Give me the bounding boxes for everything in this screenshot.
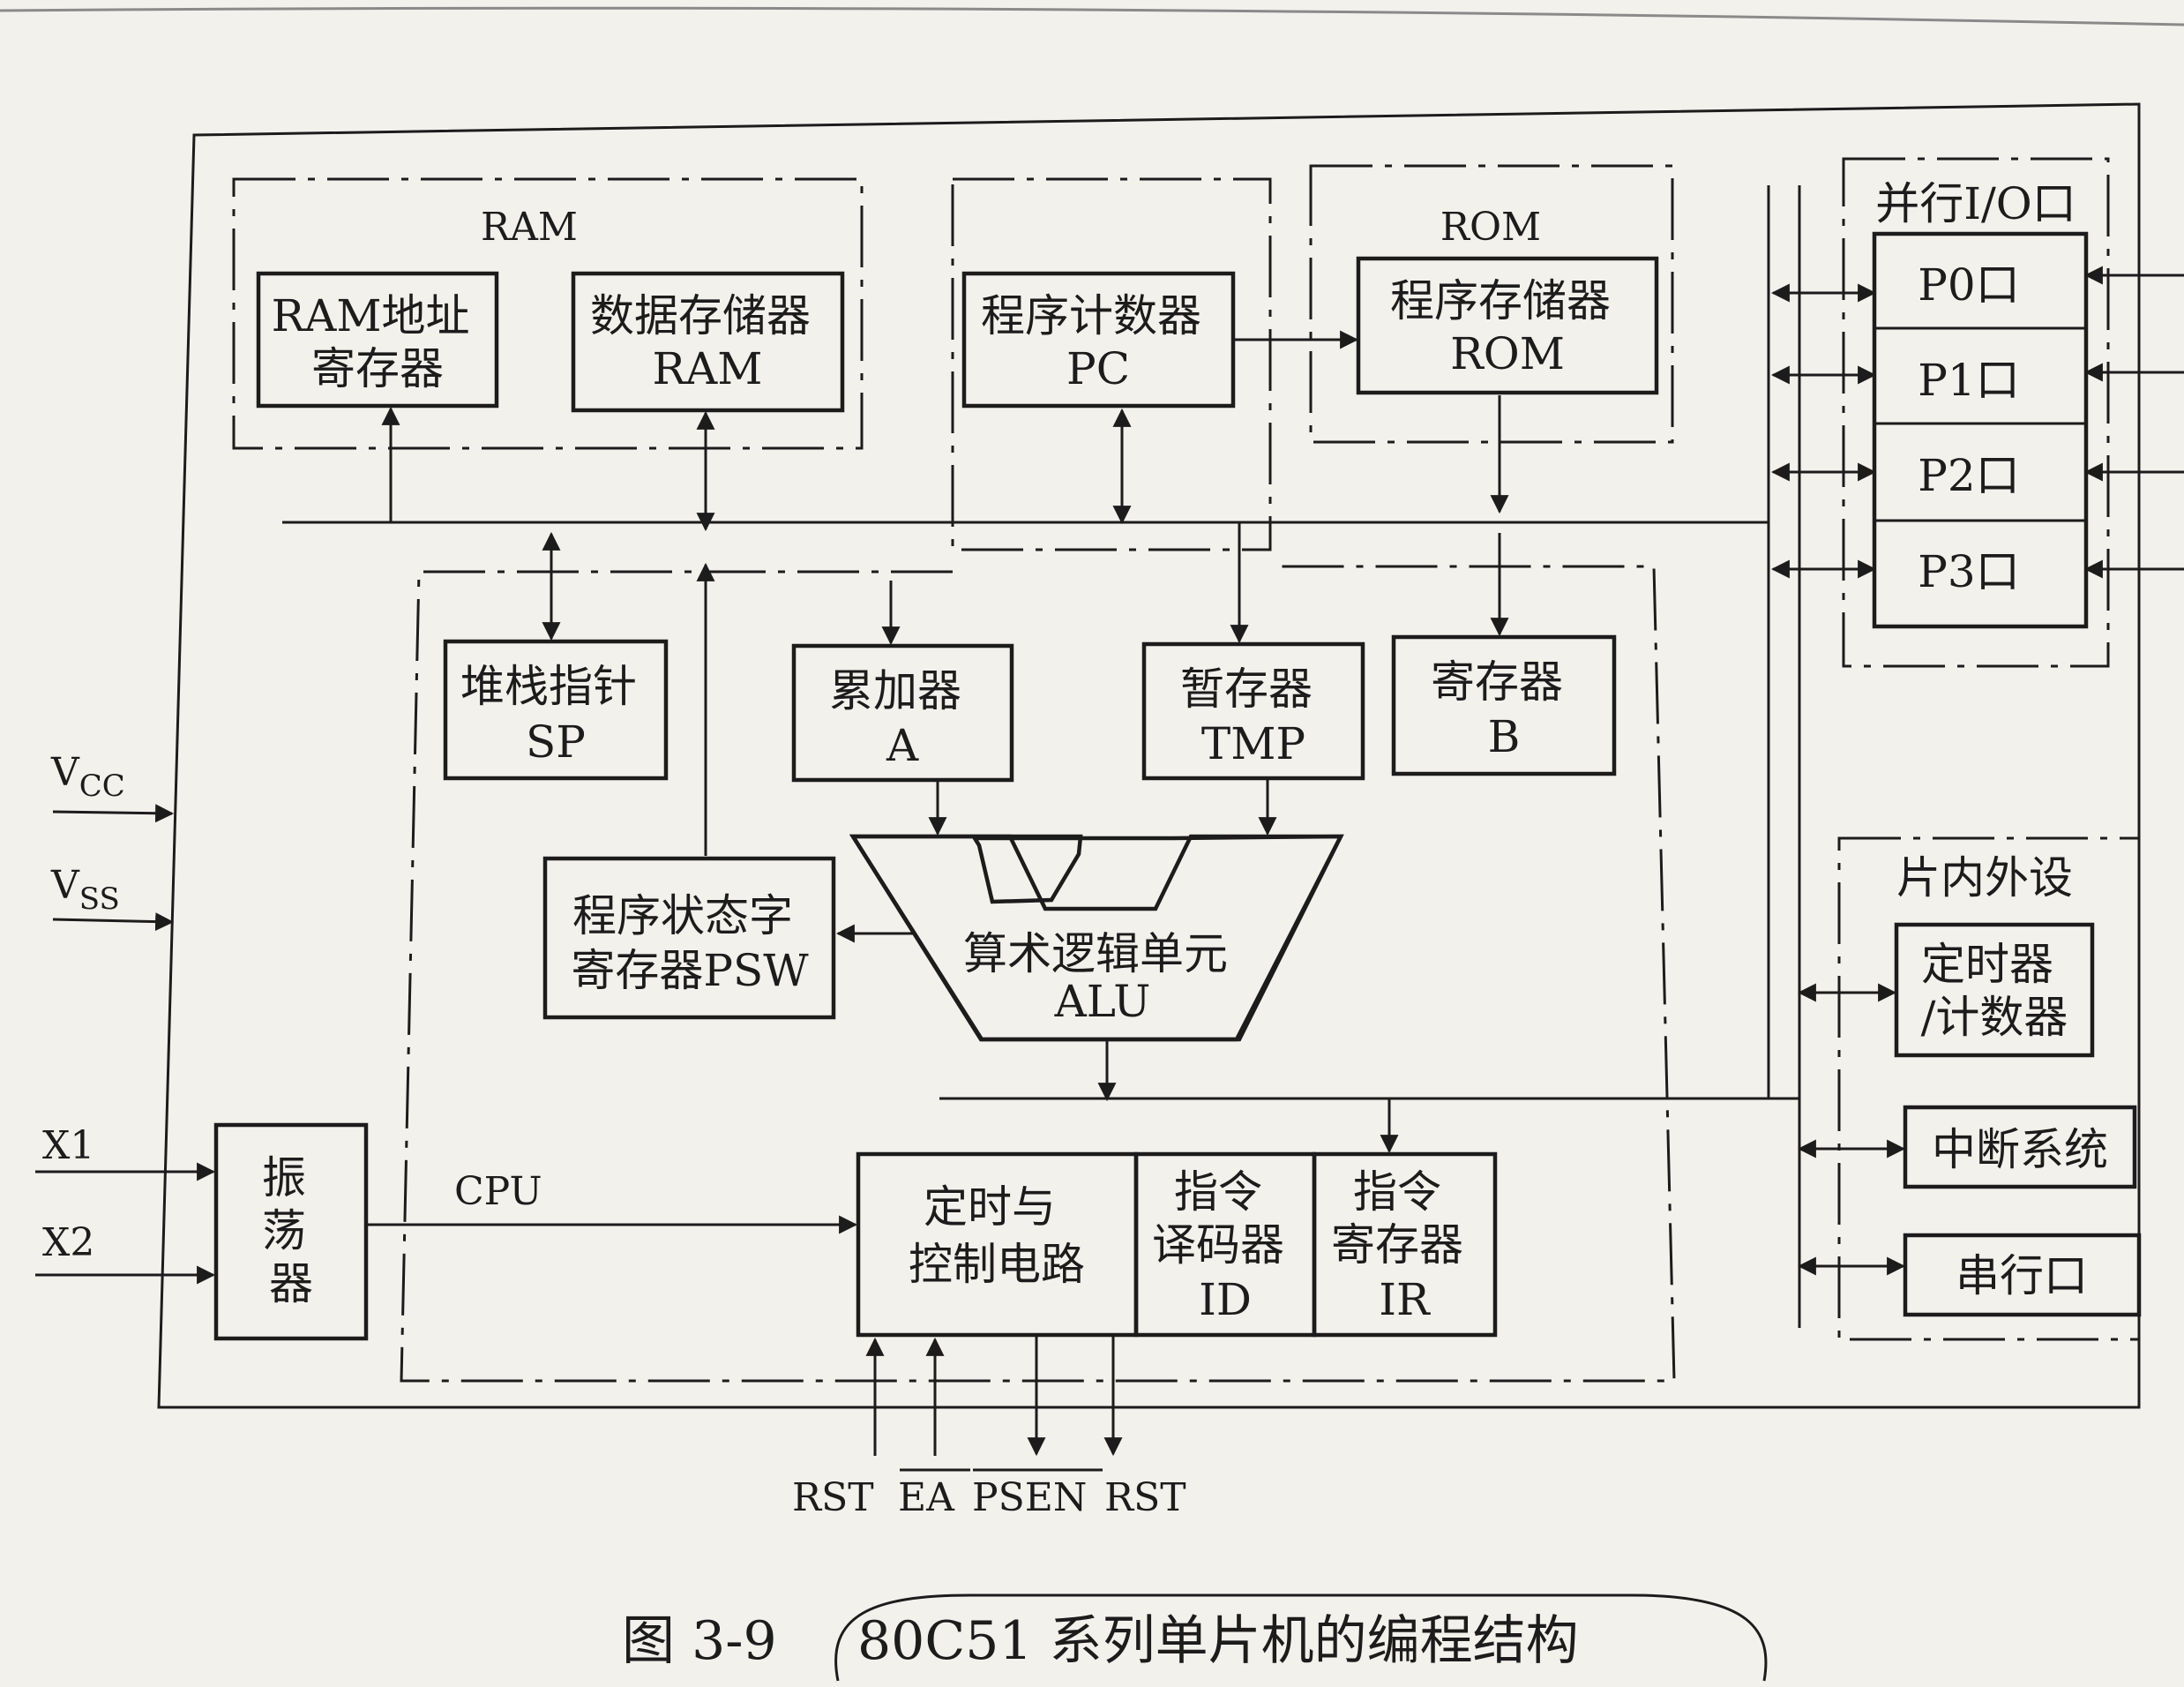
- stack-pointer-sp: [443, 639, 669, 781]
- timer-counter-label: 定时器 /计数器: [1921, 939, 2068, 1043]
- ram-address-register-label: RAM地址 寄存器: [272, 290, 484, 394]
- pc-group-frame: [951, 177, 1272, 551]
- caption-circle: [834, 1593, 1768, 1682]
- instruction-register-ir: [1312, 1151, 1498, 1338]
- alu-shape: [849, 834, 1344, 1042]
- accumulator-a-label: 累加器 A: [829, 665, 976, 771]
- vcc-pin-label: VCC: [50, 750, 125, 804]
- cpu-label: CPU: [454, 1169, 542, 1214]
- rom-group-frame: [1309, 164, 1674, 444]
- vss-pin-label: VSS: [50, 863, 120, 917]
- on-chip-peripherals-label: 片内外设: [1896, 852, 2073, 903]
- data-memory-ram: [571, 271, 845, 413]
- parallel-io-group-label: 并行I/O口: [1875, 178, 2076, 229]
- figure-title: 80C51 系列单片机的编程结构: [857, 1610, 1579, 1672]
- instruction-decoder-label: 指令 译码器 ID: [1152, 1166, 1298, 1325]
- ram-group-frame: [232, 177, 864, 450]
- pin-rst-out: RST: [1104, 1475, 1186, 1520]
- serial-port-label: 串行口: [1956, 1250, 2088, 1301]
- port-p2: P2口: [1918, 450, 2019, 501]
- chip-boundary: [157, 102, 2141, 1409]
- pin-psen: PSEN: [972, 1475, 1087, 1520]
- interrupt-system-label: 中断系统: [1932, 1124, 2108, 1175]
- parallel-io-group-frame: [1842, 157, 2110, 668]
- temp-register-tmp-label: 暂存器 TMP: [1180, 664, 1327, 769]
- x1-pin-label: X1: [42, 1123, 94, 1168]
- oscillator: [213, 1122, 369, 1341]
- ram-address-register: [256, 271, 499, 409]
- port-p0: P0口: [1918, 259, 2019, 311]
- io-port-stack: [1872, 231, 2089, 629]
- stack-pointer-sp-label: 堆栈指针 SP: [460, 661, 651, 768]
- program-counter-label: 程序计数器 PC: [981, 290, 1215, 394]
- program-memory-rom: [1356, 256, 1659, 395]
- port-p3: P3口: [1918, 546, 2019, 597]
- ram-group-label: RAM: [481, 205, 578, 250]
- pin-ea: EA: [898, 1475, 955, 1520]
- figure-number: 图 3-9: [622, 1610, 777, 1672]
- alu-label: 算术逻辑单元 ALU: [963, 928, 1242, 1027]
- x2-pin-label: X2: [42, 1220, 94, 1265]
- oscillator-label: 振 荡 器: [262, 1152, 320, 1309]
- instruction-register-label: 指令 寄存器 IR: [1331, 1166, 1477, 1325]
- port-p1: P1口: [1918, 355, 2019, 406]
- timing-control-label: 定时与 控制电路: [909, 1181, 1085, 1290]
- on-chip-peripherals-frame: [1837, 836, 2141, 1341]
- pin-rst-in: RST: [792, 1475, 874, 1520]
- temp-register-tmp: [1141, 641, 1365, 781]
- accumulator-a: [791, 643, 1014, 783]
- data-memory-ram-label: 数据存储器 RAM: [590, 290, 825, 394]
- program-memory-rom-label: 程序存储器 ROM: [1390, 275, 1625, 379]
- register-b-label: 寄存器 B: [1431, 656, 1577, 762]
- rom-group-label: ROM: [1440, 205, 1541, 250]
- register-b: [1391, 634, 1617, 776]
- psw-label: 程序状态字 寄存器PSW: [571, 890, 809, 996]
- program-status-word-psw: [542, 856, 836, 1020]
